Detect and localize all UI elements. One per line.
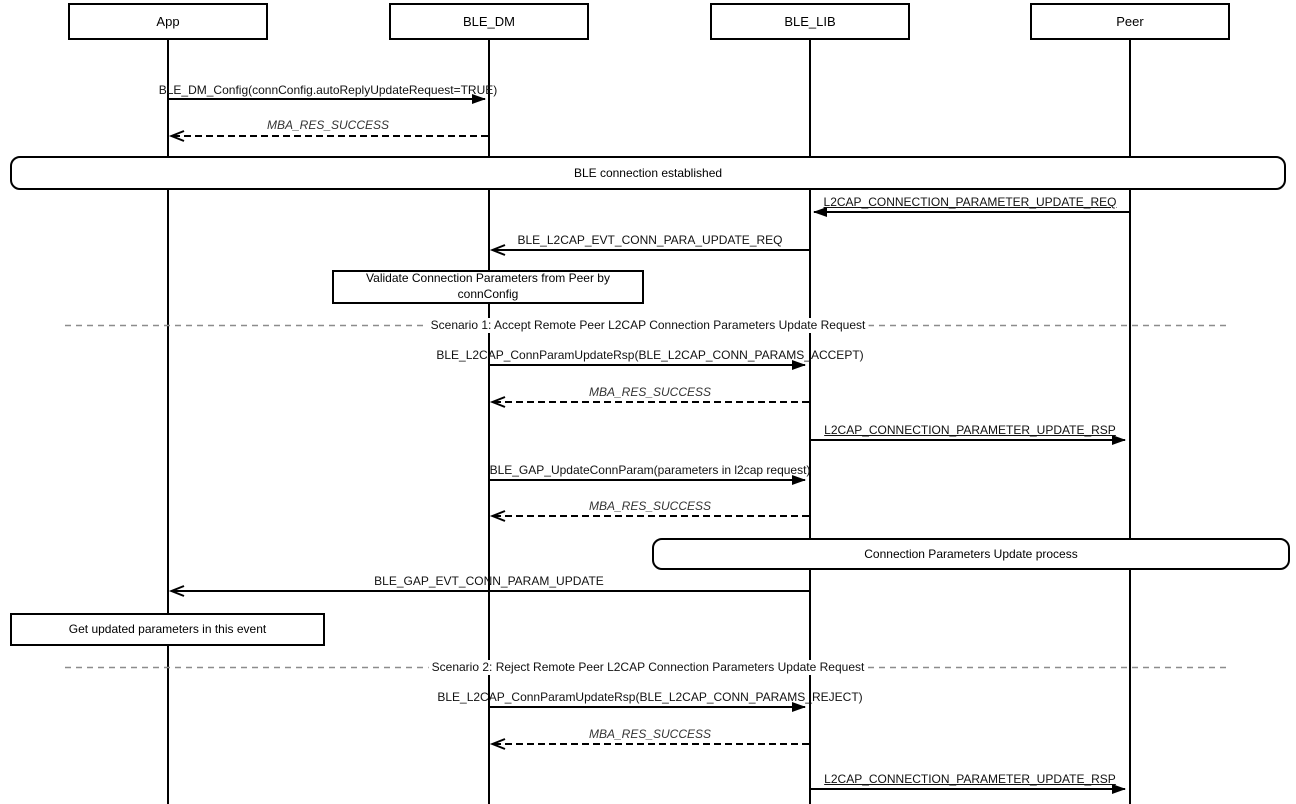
message-label-mba-res-success-3: MBA_RES_SUCCESS [588,499,712,513]
message-label-mba-res-success-2: MBA_RES_SUCCESS [588,385,712,399]
actor-app-label: App [156,14,180,29]
actor-ble-dm-label: BLE_DM [462,14,516,29]
note-get-updated-parameters-label: Get updated parameters in this event [68,621,267,636]
frame-ble-connection-established-label: BLE connection established [573,166,723,180]
lifeline-app [167,39,169,804]
message-label-connparamupdatersp-accept: BLE_L2CAP_ConnParamUpdateRsp(BLE_L2CAP_C… [436,348,864,362]
divider-scenario-1-label: Scenario 1: Accept Remote Peer L2CAP Con… [427,318,869,333]
note-validate-line-2: connConfig [457,287,519,301]
message-label-mba-res-success-1: MBA_RES_SUCCESS [266,118,390,132]
message-label-ble-gap-updateconnparam: BLE_GAP_UpdateConnParam(parameters in l2… [489,463,811,477]
actor-app: App [68,3,268,40]
message-label-evt-conn-param-update: BLE_GAP_EVT_CONN_PARAM_UPDATE [374,574,604,588]
message-label-l2cap-update-req: L2CAP_CONNECTION_PARAMETER_UPDATE_REQ [823,195,1117,209]
note-get-updated-parameters: Get updated parameters in this event [10,613,325,646]
actor-ble-lib-label: BLE_LIB [784,14,836,29]
actor-ble-dm: BLE_DM [389,3,589,40]
message-label-ble-dm-config: BLE_DM_Config(connConfig.autoReplyUpdate… [158,83,498,97]
note-validate-line-1: Validate Connection Parameters from Peer… [366,271,610,286]
message-label-evt-conn-para-update-req: BLE_L2CAP_EVT_CONN_PARA_UPDATE_REQ [517,233,783,247]
note-validate-connection-parameters: Validate Connection Parameters from Peer… [332,270,644,304]
lifeline-peer [1129,39,1131,804]
frame-connection-parameters-update-process: Connection Parameters Update process [652,538,1290,570]
frame-ble-connection-established: BLE connection established [10,156,1286,190]
lifeline-ble-dm [488,39,490,804]
actor-ble-lib: BLE_LIB [710,3,910,40]
actor-peer: Peer [1030,3,1230,40]
message-label-connparamupdatersp-reject: BLE_L2CAP_ConnParamUpdateRsp(BLE_L2CAP_C… [437,690,863,704]
message-label-mba-res-success-4: MBA_RES_SUCCESS [588,727,712,741]
lifeline-ble-lib [809,39,811,804]
frame-update-process-label: Connection Parameters Update process [864,547,1078,561]
actor-peer-label: Peer [1116,14,1144,29]
message-label-l2cap-update-rsp-2: L2CAP_CONNECTION_PARAMETER_UPDATE_RSP [824,772,1116,786]
message-label-l2cap-update-rsp-1: L2CAP_CONNECTION_PARAMETER_UPDATE_RSP [824,423,1116,437]
divider-scenario-2-label: Scenario 2: Reject Remote Peer L2CAP Con… [428,660,868,675]
